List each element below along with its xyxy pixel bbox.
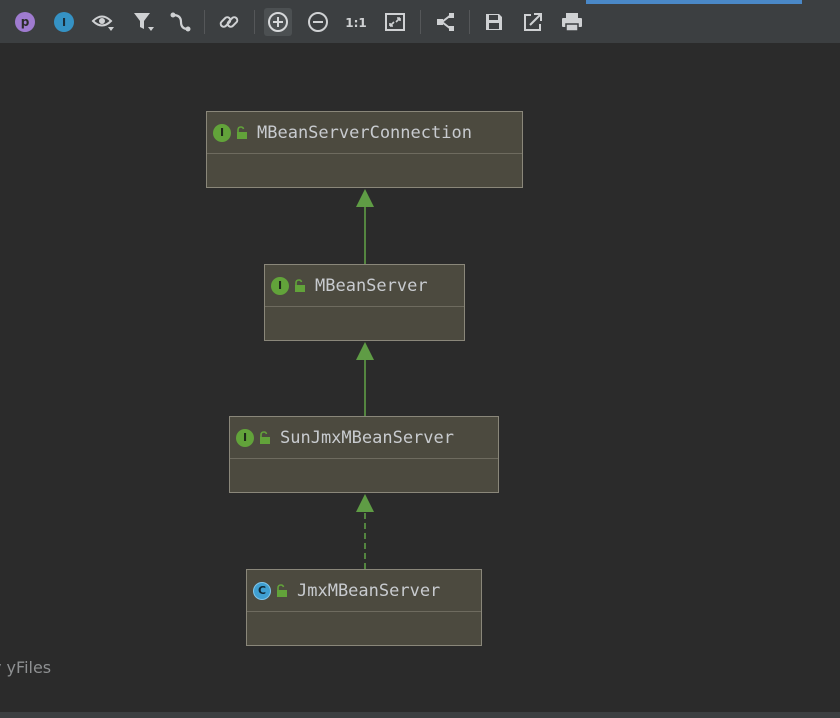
print-icon — [562, 13, 582, 32]
show-dependencies-button[interactable] — [215, 8, 243, 36]
node-header: I MBeanServerConnection — [207, 112, 522, 154]
toolbar-separator — [204, 10, 205, 34]
node-title: MBeanServer — [315, 275, 428, 296]
toolbar-separator — [420, 10, 421, 34]
layout-icon — [437, 13, 454, 31]
actual-size-icon: 1:1 — [345, 16, 367, 30]
node-mbeanserver[interactable]: I MBeanServer — [264, 264, 465, 341]
unlocked-icon — [295, 278, 305, 292]
active-tab-indicator — [586, 0, 802, 4]
zoom-out-icon — [308, 12, 328, 32]
implementation-arrowhead — [356, 494, 374, 512]
show-inner-classes-button[interactable]: I — [50, 8, 78, 36]
p-badge-label: p — [21, 15, 30, 29]
unlocked-icon — [277, 583, 287, 597]
interface-icon: I — [213, 123, 231, 142]
actual-size-label: 1:1 — [345, 16, 367, 30]
zoom-in-button[interactable] — [264, 8, 292, 36]
zoom-out-button[interactable] — [304, 8, 332, 36]
save-button[interactable] — [480, 8, 508, 36]
save-icon — [486, 14, 502, 30]
apply-layout-button[interactable] — [431, 8, 459, 36]
diagram-toolbar: p I — [0, 0, 840, 44]
toolbar-separator — [254, 10, 255, 34]
unlocked-icon — [260, 430, 270, 444]
fit-content-button[interactable] — [381, 8, 409, 36]
export-icon — [524, 13, 542, 31]
eye-icon — [91, 15, 114, 31]
i-badge-label: I — [62, 16, 66, 29]
route-edges-icon — [170, 12, 191, 32]
edge-mbeanserver-to-connection[interactable] — [356, 189, 374, 264]
edge-jmx-to-sunjmx[interactable] — [356, 494, 374, 569]
export-button[interactable] — [519, 8, 547, 36]
visibility-button[interactable] — [89, 8, 117, 36]
actual-size-button[interactable]: 1:1 — [342, 8, 370, 36]
class-icon: C — [253, 581, 271, 600]
show-properties-button[interactable]: p — [11, 8, 39, 36]
interface-icon: I — [236, 428, 254, 447]
p-badge-icon: p — [15, 12, 35, 32]
route-edges-button[interactable] — [166, 8, 194, 36]
canvas-bottom-border — [0, 712, 840, 718]
print-button[interactable] — [558, 8, 586, 36]
node-sunjmxmbeanserver[interactable]: I SunJmxMBeanServer — [229, 416, 499, 493]
unlocked-icon — [237, 125, 247, 139]
node-header: C JmxMBeanServer — [247, 570, 481, 612]
inheritance-arrowhead — [356, 342, 374, 360]
zoom-in-icon — [268, 12, 288, 32]
inheritance-arrowhead — [356, 189, 374, 207]
interface-icon: I — [271, 276, 289, 295]
edge-sunjmx-to-mbeanserver[interactable] — [356, 342, 374, 416]
toolbar-separator — [469, 10, 470, 34]
node-jmxmbeanserver[interactable]: C JmxMBeanServer — [246, 569, 482, 646]
i-badge-icon: I — [54, 12, 74, 32]
node-mbeanserverconnection[interactable]: I MBeanServerConnection — [206, 111, 523, 188]
filter-icon — [134, 13, 154, 31]
fit-content-icon — [385, 13, 405, 31]
filter-button[interactable] — [130, 8, 158, 36]
yfiles-watermark: y yFiles — [0, 658, 52, 677]
link-icon — [219, 16, 239, 28]
node-header: I MBeanServer — [265, 265, 464, 307]
node-title: SunJmxMBeanServer — [280, 427, 454, 448]
node-header: I SunJmxMBeanServer — [230, 417, 498, 459]
node-title: JmxMBeanServer — [297, 580, 441, 601]
node-title: MBeanServerConnection — [257, 122, 472, 143]
